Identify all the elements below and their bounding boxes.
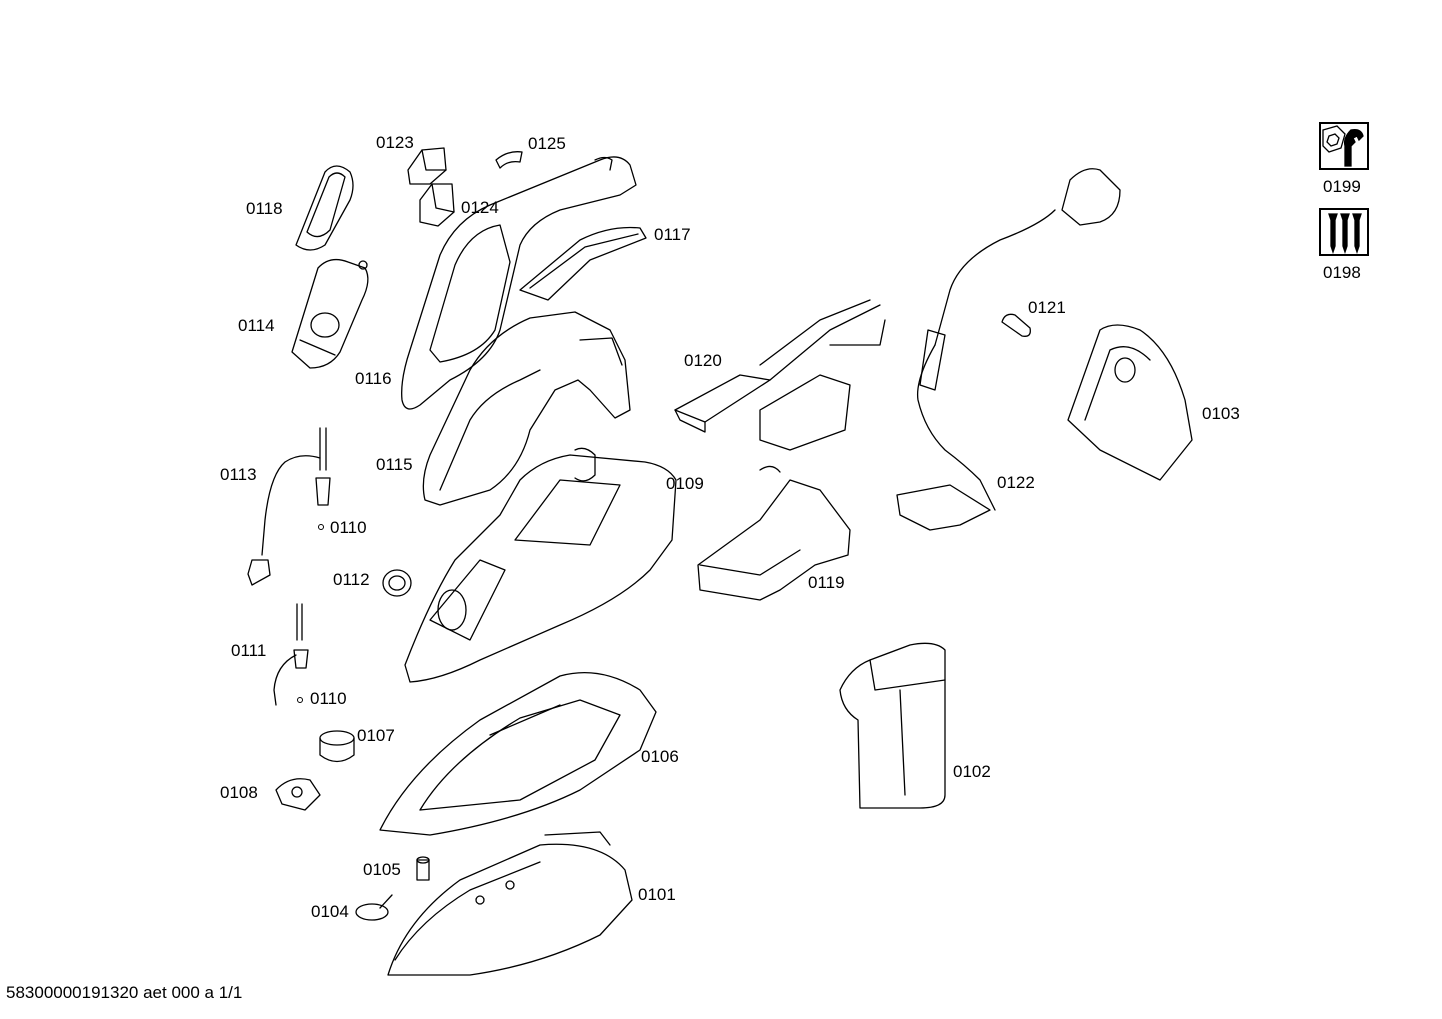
part-0105-drawing [416, 856, 430, 881]
part-0103-drawing [1067, 324, 1193, 481]
label-0116: 0116 [355, 369, 392, 388]
label-0117: 0117 [654, 225, 691, 244]
label-0101: 0101 [638, 885, 676, 904]
part-0123-drawing [407, 147, 447, 185]
part-0102-drawing [839, 642, 946, 809]
label-0108: 0108 [220, 783, 258, 802]
label-0118: 0118 [246, 199, 283, 218]
part-0114-drawing [291, 258, 369, 369]
label-0105: 0105 [363, 860, 401, 879]
part-0112-drawing [382, 569, 412, 597]
document-id: 58300000191320 aet 000 a 1/1 [6, 983, 243, 1002]
label-0112: 0112 [333, 570, 370, 589]
label-0123: 0123 [376, 133, 414, 152]
label-0111: 0111 [231, 641, 267, 660]
label-0119: 0119 [808, 573, 845, 592]
part-0110a-drawing [318, 524, 324, 530]
part-0119-drawing [697, 465, 851, 601]
part-0111-drawing [273, 603, 309, 706]
label-0106: 0106 [641, 747, 679, 766]
label-0121: 0121 [1028, 298, 1066, 317]
part-0108-drawing [275, 778, 321, 811]
part-0116-drawing [401, 156, 637, 410]
label-0103: 0103 [1202, 404, 1240, 423]
part-0109-drawing [404, 447, 677, 683]
label-0198: 0198 [1323, 263, 1361, 282]
part-0125-drawing [495, 151, 523, 169]
label-0110-lower: 0110 [310, 689, 347, 708]
part-0120-drawing [674, 299, 886, 451]
label-0120: 0120 [684, 351, 722, 370]
label-0102: 0102 [953, 762, 991, 781]
part-0101-drawing [387, 831, 633, 976]
label-0113: 0113 [220, 465, 257, 484]
part-0122-drawing [896, 168, 1121, 531]
label-0104: 0104 [311, 902, 349, 921]
part-0106-drawing [379, 671, 657, 836]
part-0118-drawing [295, 165, 354, 251]
screws-icon [1319, 208, 1369, 256]
part-0113-drawing [247, 427, 331, 586]
label-0125: 0125 [528, 134, 566, 153]
label-0109: 0109 [666, 474, 704, 493]
label-0115: 0115 [376, 455, 413, 474]
wrench-icon [1319, 122, 1369, 170]
part-0117-drawing [519, 226, 647, 301]
label-0199: 0199 [1323, 177, 1361, 196]
part-0121-drawing [1001, 313, 1031, 337]
part-0107-drawing [319, 730, 355, 763]
part-0110b-drawing [297, 697, 303, 703]
label-0107: 0107 [357, 726, 395, 745]
label-0124: 0124 [461, 198, 499, 217]
part-0124-drawing [419, 183, 455, 227]
label-0110-upper: 0110 [330, 518, 367, 537]
label-0114: 0114 [238, 316, 275, 335]
part-0104-drawing [355, 894, 393, 921]
part-0115-drawing [422, 311, 631, 506]
label-0122: 0122 [997, 473, 1035, 492]
